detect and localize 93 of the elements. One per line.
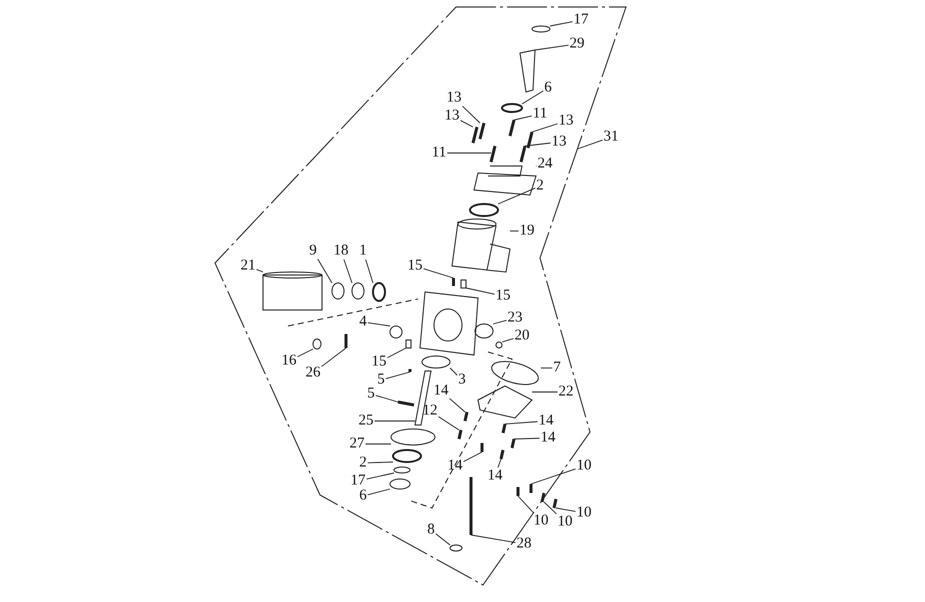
leader-line	[466, 288, 495, 295]
leader-line	[514, 438, 540, 440]
leader-line	[367, 462, 394, 464]
leader-line	[367, 488, 390, 496]
leader-line	[462, 106, 480, 124]
callout-number: 31	[604, 130, 618, 144]
leader-line	[544, 502, 557, 514]
leader-line	[522, 90, 544, 104]
callout-number: 18	[334, 244, 348, 258]
leader-line	[367, 322, 390, 326]
callout-number: 29	[570, 36, 584, 52]
leader-line	[576, 140, 603, 150]
leader-line	[502, 338, 514, 342]
leader-line	[435, 533, 450, 546]
leader-line	[449, 398, 466, 412]
leader-line	[317, 258, 332, 284]
leader-line	[423, 268, 454, 278]
callout-number: 25	[358, 414, 374, 428]
callout-number: 10	[576, 458, 592, 474]
leader-line	[532, 123, 558, 132]
leader-line	[343, 259, 352, 284]
callout-number: 13	[444, 108, 460, 124]
callout-number: 11	[532, 106, 548, 122]
callout-number: 10	[534, 514, 548, 528]
leader-line	[374, 420, 416, 422]
callout-number: 13	[558, 114, 574, 128]
leader-line	[438, 416, 460, 430]
leader-line	[297, 348, 314, 358]
callout-number: 10	[576, 506, 592, 520]
callout-number: 22	[558, 384, 574, 400]
leader-line	[524, 142, 551, 146]
callout-number: 24	[538, 156, 552, 172]
leader-line	[387, 348, 406, 358]
leader-line	[556, 508, 576, 512]
leader-line	[460, 120, 474, 128]
callout-number: 15	[496, 288, 510, 304]
leader-line	[365, 259, 374, 284]
callout-number: 12	[422, 404, 438, 418]
callout-number: 2	[359, 456, 367, 470]
leader-line	[518, 496, 534, 513]
leader-line	[498, 458, 502, 468]
callout-number: 6	[544, 80, 552, 96]
callout-number: 17	[350, 474, 366, 488]
callout-number: 3	[458, 372, 466, 388]
callout-number: 8	[427, 522, 435, 538]
leader-line	[550, 21, 573, 26]
leader-line	[321, 348, 346, 367]
callout-number: 16	[282, 354, 296, 368]
leader-line	[470, 534, 516, 543]
callout-number: 14	[540, 430, 556, 446]
leader-line	[534, 44, 569, 50]
leader-line	[375, 394, 398, 402]
callout-number: 20	[514, 328, 530, 344]
leader-line	[514, 115, 532, 120]
leader-line	[385, 372, 410, 380]
leader-line	[256, 268, 264, 272]
callout-number: 14	[448, 458, 462, 474]
callout-number: 10	[558, 514, 572, 530]
leader-line	[366, 472, 394, 480]
callout-number: 15	[408, 258, 422, 274]
callout-number: 13	[446, 90, 462, 106]
leader-line	[463, 452, 482, 462]
screw-drawing	[552, 498, 558, 508]
motor-drawing	[262, 272, 322, 310]
callout-number: 15	[372, 354, 386, 370]
callout-number: 26	[306, 366, 320, 380]
callout-number: 2	[536, 178, 544, 194]
assembly-boundary-drawing	[214, 6, 627, 586]
callout-number: 1	[359, 244, 367, 258]
callout-number: 14	[434, 384, 448, 398]
callout-number: 14	[488, 468, 502, 484]
leader-line	[530, 468, 576, 484]
callout-number: 5	[367, 386, 375, 402]
callout-number: 11	[432, 146, 446, 160]
callout-number: 9	[309, 244, 317, 258]
leader-line	[510, 230, 519, 232]
leader-line	[498, 188, 536, 204]
callout-number: 21	[240, 258, 256, 274]
callout-number: 13	[552, 134, 566, 150]
callout-number: 14	[538, 414, 554, 428]
callout-number: 28	[516, 536, 532, 552]
callout-number: 6	[359, 488, 367, 504]
callout-number: 19	[520, 224, 534, 238]
callout-number: 4	[359, 314, 367, 330]
leader-line	[492, 320, 507, 324]
callout-number: 7	[553, 360, 561, 376]
callout-number: 17	[574, 12, 588, 28]
leader-line	[450, 368, 458, 376]
callout-number: 27	[350, 436, 364, 452]
callout-number: 23	[508, 310, 522, 326]
callout-number: 5	[377, 372, 385, 388]
leader-line	[446, 152, 492, 154]
leader-line	[504, 421, 538, 424]
